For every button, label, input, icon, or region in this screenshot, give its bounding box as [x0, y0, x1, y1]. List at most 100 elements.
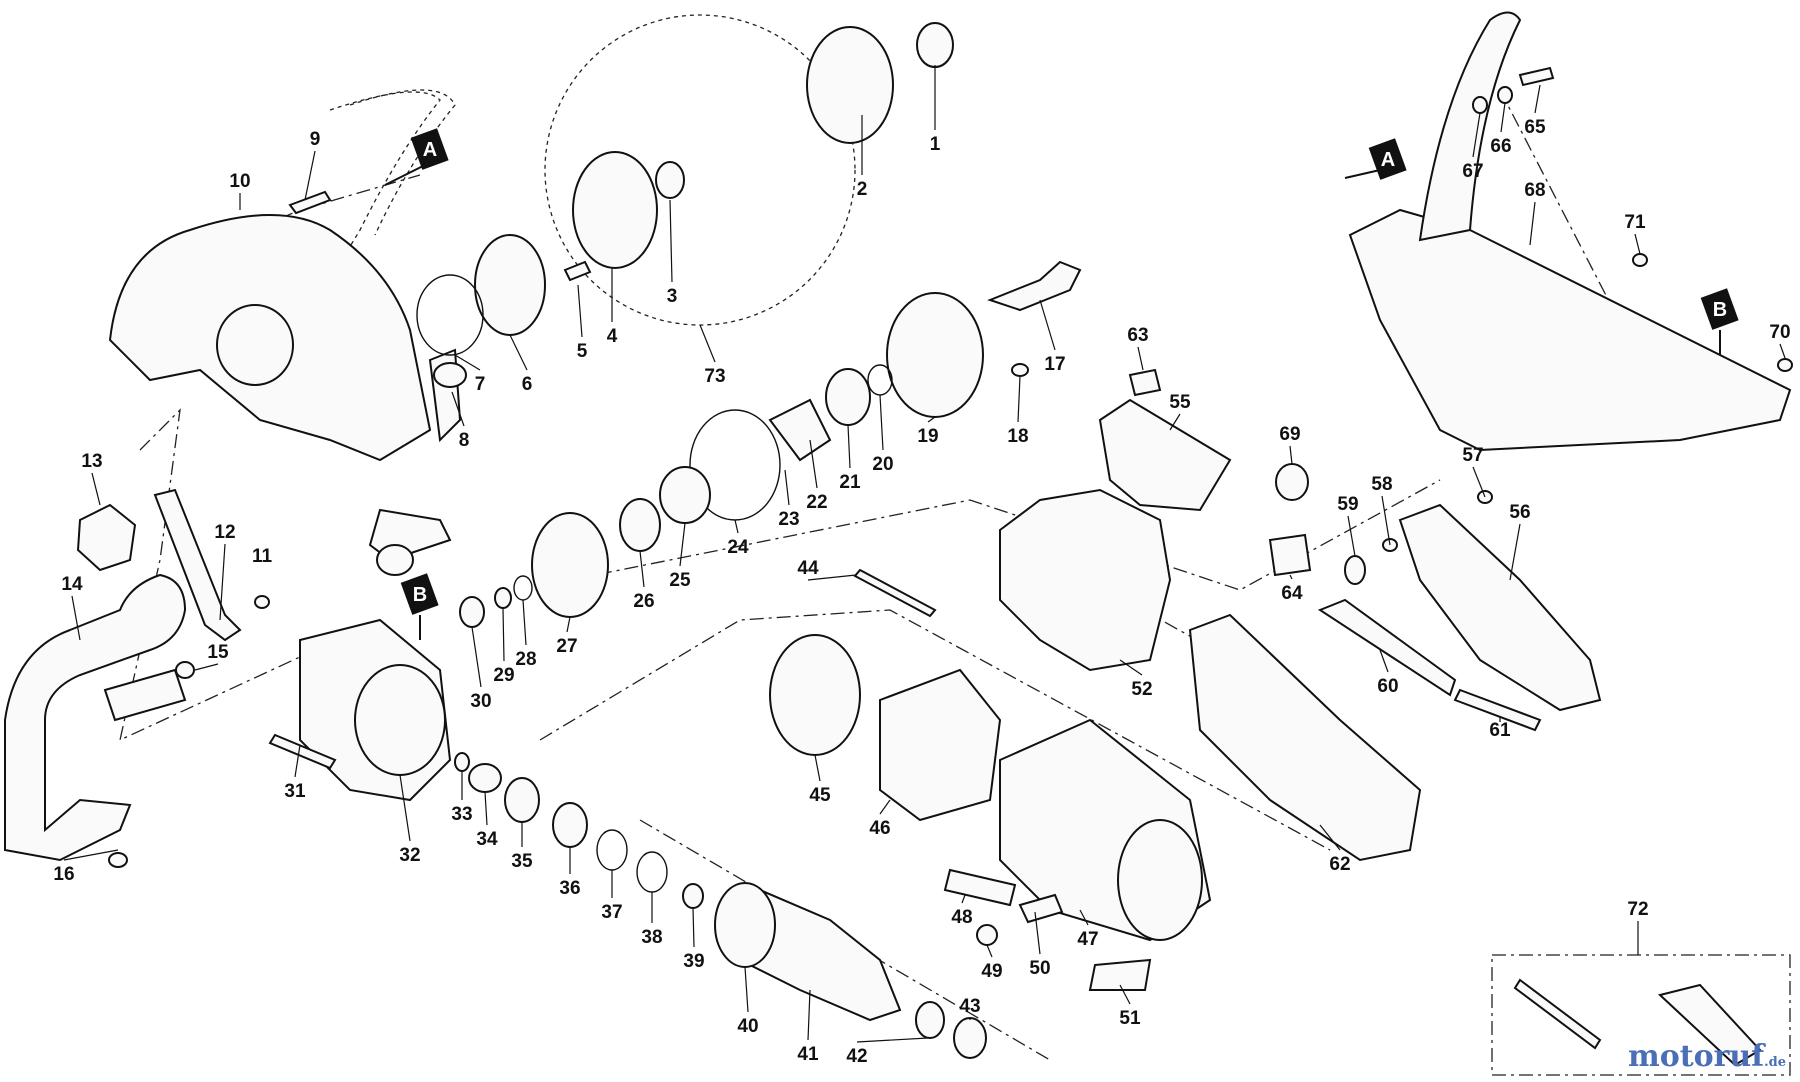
ring-67: [1472, 96, 1488, 114]
part-label-56: 56: [1509, 502, 1530, 523]
part-label-48: 48: [951, 907, 972, 928]
part-label-73: 73: [704, 366, 725, 387]
guide-line-handle: [119, 408, 381, 742]
leader-line-34: [484, 791, 488, 826]
ring-38: [636, 851, 668, 893]
part-labels: 1234567891011121314151617181920212223242…: [53, 65, 1791, 1067]
part-label-25: 25: [669, 570, 691, 591]
part-label-68: 68: [1524, 180, 1545, 201]
screw-18: [1011, 363, 1029, 377]
part-label-11: 11: [252, 546, 273, 567]
ring-37: [596, 829, 628, 871]
cord-guard-60: [1317, 598, 1457, 697]
leader-line-30: [471, 626, 482, 688]
bracket-12: [153, 488, 242, 642]
part-label-60: 60: [1377, 676, 1398, 697]
part-label-63: 63: [1127, 325, 1148, 346]
part-label-66: 66: [1490, 136, 1511, 157]
leader-line-26: [639, 550, 645, 588]
part-label-24: 24: [727, 537, 749, 558]
leader-line-28: [522, 599, 527, 646]
leader-line-31: [294, 744, 301, 778]
guide-line-motor: [539, 609, 1331, 851]
part-label-27: 27: [556, 636, 577, 657]
part-label-30: 30: [470, 691, 491, 712]
part-label-12: 12: [214, 522, 235, 543]
part-label-40: 40: [737, 1016, 758, 1037]
part-label-41: 41: [797, 1044, 819, 1065]
hex-key: [1513, 978, 1602, 1050]
part-label-1: 1: [930, 134, 941, 155]
screw-11: [254, 595, 270, 609]
leader-line-7: [454, 354, 481, 371]
screw-15: [175, 661, 195, 679]
bearing-25: [659, 466, 711, 524]
bearing-21: [825, 368, 871, 426]
part-label-31: 31: [284, 781, 306, 802]
leader-line-8: [451, 391, 465, 427]
leader-line-5: [577, 284, 583, 338]
tool-box-frame: [1491, 954, 1791, 1076]
side-handle: [4, 573, 187, 862]
part-label-36: 36: [559, 878, 580, 899]
leader-line-3: [669, 199, 673, 283]
watermark: motoruf.de: [1628, 1039, 1786, 1074]
leader-line-17: [1039, 299, 1056, 351]
housing-52: [999, 488, 1172, 672]
callout-letter: A: [423, 139, 437, 161]
leader-line-25: [679, 522, 686, 567]
leader-line-19: [927, 416, 936, 423]
leader-line-18: [1017, 375, 1021, 423]
part-label-42: 42: [846, 1046, 867, 1067]
ring-66: [1497, 86, 1513, 104]
leader-line-21: [847, 424, 851, 469]
handle-56: [1398, 503, 1602, 712]
part-label-6: 6: [522, 374, 533, 395]
leader-line-58: [1381, 495, 1391, 546]
part-label-7: 7: [475, 374, 486, 395]
leader-line-29: [502, 607, 505, 662]
label-51: [1088, 958, 1152, 991]
o-ring-7: [416, 274, 484, 356]
ring-28: [513, 575, 533, 601]
leader-line-63: [1137, 346, 1144, 371]
leader-line-59: [1347, 515, 1356, 557]
part-label-34: 34: [476, 829, 498, 850]
part-label-33: 33: [451, 804, 472, 825]
fan-40: [714, 882, 776, 968]
callout-a-1: A: [384, 128, 449, 186]
part-59: [1344, 555, 1366, 585]
part-label-10: 10: [229, 171, 250, 192]
part-label-9: 9: [310, 129, 321, 150]
leader-line-39: [692, 907, 695, 948]
wing-screw-65: [1518, 66, 1555, 87]
gear-housing-19: [886, 292, 984, 418]
leader-line-55: [1169, 413, 1181, 431]
ring-35: [504, 777, 540, 823]
leader-line-49: [986, 944, 993, 958]
part-label-67: 67: [1462, 161, 1483, 182]
handle-plate: [103, 668, 187, 722]
part-label-39: 39: [683, 951, 704, 972]
brush-50: [1018, 893, 1064, 924]
label-48: [943, 868, 1017, 907]
part-label-58: 58: [1371, 474, 1392, 495]
bearing-42: [915, 1001, 945, 1039]
leader-line-52: [1119, 659, 1143, 676]
leader-line-6: [509, 334, 528, 371]
leader-line-22: [809, 439, 818, 489]
part-label-43: 43: [959, 996, 980, 1017]
callout-letter: A: [1381, 149, 1395, 171]
bearing-30: [459, 596, 485, 628]
inner-flange-4: [572, 151, 658, 269]
part-63: [1128, 368, 1162, 397]
bolt-1: [916, 22, 954, 68]
leader-line-48: [961, 894, 966, 904]
leader-line-64: [1289, 574, 1293, 580]
part-label-28: 28: [515, 649, 536, 670]
gear-26: [619, 498, 661, 552]
leader-line-32: [399, 774, 411, 842]
part-label-55: 55: [1169, 392, 1191, 413]
part-label-37: 37: [601, 902, 622, 923]
